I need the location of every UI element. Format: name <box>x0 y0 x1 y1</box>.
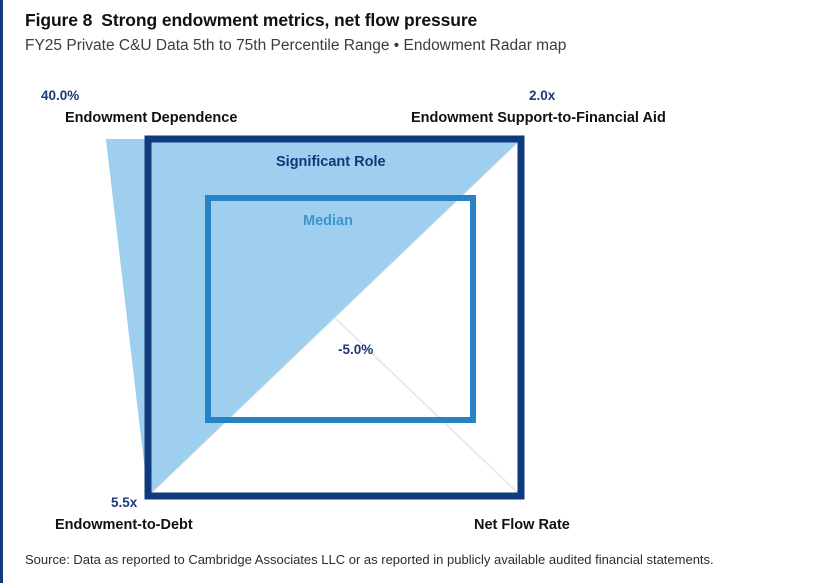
percentile-band-area <box>106 139 521 496</box>
series-label-median: Median <box>303 213 353 229</box>
axis-label-endowment-dependence: Endowment Dependence <box>65 110 238 126</box>
axis-label-endowment-to-debt: Endowment-to-Debt <box>55 517 193 533</box>
page-title: Figure 8 Strong endowment metrics, net fl… <box>25 10 825 31</box>
axis-value-endowment-to-debt: 5.5x <box>111 495 138 510</box>
figure-number: Figure 8 <box>25 10 93 30</box>
series-significant-role-outline <box>144 135 525 500</box>
series-label-significant-role: Significant Role <box>276 154 386 170</box>
axis-value-endowment-dependence: 40.0% <box>41 88 80 103</box>
series-median-outline <box>205 195 476 423</box>
figure-header: Figure 8 Strong endowment metrics, net fl… <box>25 10 825 55</box>
radar-chart: 40.0% Endowment Dependence 2.0x Endowmen… <box>3 80 835 535</box>
axis-label-net-flow-rate: Net Flow Rate <box>474 517 570 533</box>
axis-value-net-flow-rate: -5.0% <box>338 342 374 357</box>
axis-label-endowment-support-to-financial-aid: Endowment Support-to-Financial Aid <box>411 110 666 126</box>
figure-subtitle: FY25 Private C&U Data 5th to 75th Percen… <box>25 37 567 54</box>
figure-title-text: Strong endowment metrics, net flow press… <box>101 10 478 30</box>
radar-chart-svg <box>106 135 525 500</box>
source-note: Source: Data as reported to Cambridge As… <box>25 552 714 567</box>
percentile-band-left-extension <box>106 139 148 496</box>
axis-value-endowment-support-to-financial-aid: 2.0x <box>529 88 556 103</box>
